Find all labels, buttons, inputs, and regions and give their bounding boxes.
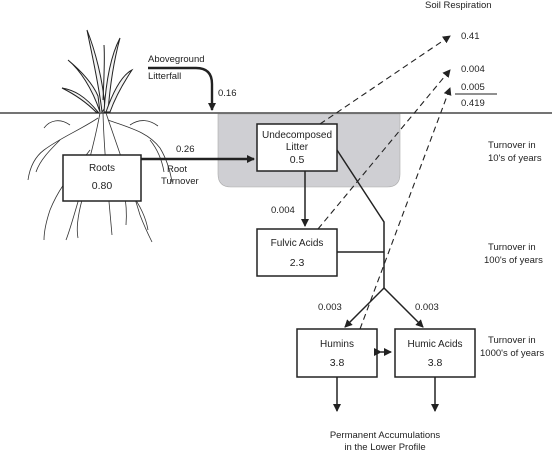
humins-input-rate: 0.003 [318, 302, 342, 313]
turnover-1000s-line2: 1000's of years [480, 348, 544, 359]
humins-box [296, 328, 378, 378]
fulvic-respiration-line [317, 69, 451, 230]
soil-respiration-title: Soil Respiration [425, 0, 492, 11]
litter-respiration-line [319, 35, 451, 125]
humic-label: Humic Acids [407, 339, 462, 350]
root-turnover-label-2: Turnover [161, 176, 199, 187]
to-humic-arrow [383, 287, 424, 328]
respiration-value-2: 0.004 [461, 64, 485, 75]
roots-label: Roots [89, 163, 115, 174]
aboveground-label: Aboveground [148, 54, 205, 65]
fulvic-box [256, 228, 338, 277]
roots-value: 0.80 [92, 180, 113, 192]
litter-label-2: Litter [286, 142, 309, 153]
litterfall-arrow [148, 66, 216, 111]
humins-value: 3.8 [330, 357, 345, 369]
litterfall-rate: 0.16 [218, 88, 237, 99]
root-turnover-rate: 0.26 [176, 144, 195, 155]
to-humins-arrow [344, 287, 385, 328]
fulvic-label: Fulvic Acids [271, 238, 324, 249]
litter-box [256, 123, 338, 172]
humus-respiration-line [359, 87, 452, 330]
fulvic-value: 2.3 [290, 257, 305, 269]
respiration-value-3: 0.005 [461, 82, 485, 93]
litter-label-1: Undecomposed [262, 130, 332, 141]
litter-value: 0.5 [290, 154, 305, 166]
humic-value: 3.8 [428, 357, 443, 369]
plant-illustration-icon [61, 29, 134, 114]
respiration-lines [317, 35, 452, 330]
permanent-accumulations-label-2: in the Lower Profile [344, 442, 425, 453]
roots-box [62, 154, 142, 202]
turnover-10s-line1: Turnover in [488, 140, 536, 151]
root-turnover-label-1: Root [167, 164, 187, 175]
turnover-100s-line1: Turnover in [488, 242, 536, 253]
humic-box [394, 328, 476, 378]
turnover-1000s-line1: Turnover in [488, 335, 536, 346]
humic-input-rate: 0.003 [415, 302, 439, 313]
turnover-100s-line2: 100's of years [484, 255, 543, 266]
permanent-accumulations-label-1: Permanent Accumulations [330, 430, 441, 441]
respiration-value-1: 0.41 [461, 31, 480, 42]
humins-label: Humins [320, 339, 354, 350]
litter-to-humus-line [336, 149, 385, 288]
respiration-total: 0.419 [461, 98, 485, 109]
turnover-10s-line2: 10's of years [488, 153, 542, 164]
litterfall-label: Litterfall [148, 71, 181, 82]
fulvic-input-rate: 0.004 [271, 205, 295, 216]
